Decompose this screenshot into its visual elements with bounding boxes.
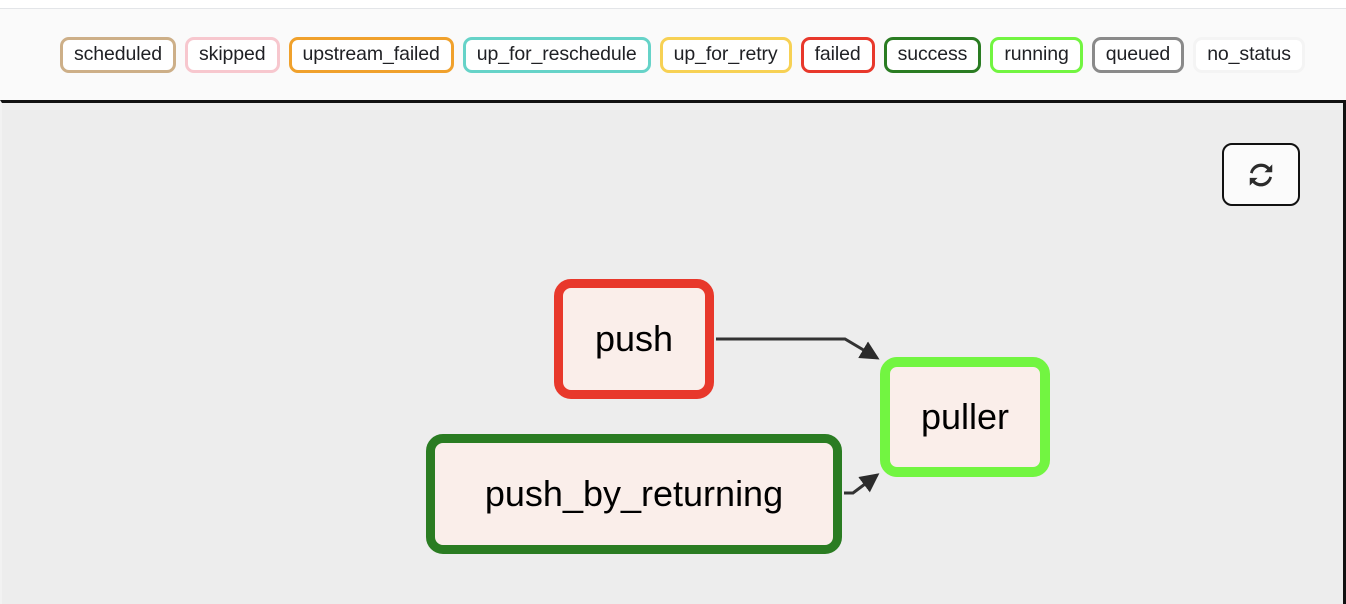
legend-chip-skipped[interactable]: skipped	[185, 36, 280, 73]
legend-chip-up-for-reschedule[interactable]: up_for_reschedule	[462, 36, 651, 73]
task-node-push[interactable]: push	[554, 279, 714, 399]
task-node-label: puller	[920, 396, 1010, 437]
status-legend: scheduled skipped upstream_failed up_for…	[0, 9, 1346, 100]
legend-chip-failed[interactable]: failed	[800, 36, 875, 73]
top-divider	[0, 8, 1346, 9]
edge-push-to-puller[interactable]	[716, 337, 880, 360]
legend-chip-running[interactable]: running	[990, 36, 1083, 73]
legend-chip-scheduled[interactable]: scheduled	[60, 36, 177, 73]
graph-edges-layer	[716, 337, 880, 495]
task-node-label: push_by_returning	[484, 473, 784, 514]
top-strip	[0, 0, 1346, 8]
refresh-button[interactable]	[1222, 143, 1300, 206]
legend-chip-success[interactable]: success	[883, 36, 982, 73]
legend-chip-upstream-failed[interactable]: upstream_failed	[288, 36, 454, 73]
legend-chip-up-for-retry[interactable]: up_for_retry	[659, 36, 792, 73]
edge-push-by-returning-to-puller[interactable]	[844, 473, 880, 495]
legend-chip-no-status[interactable]: no_status	[1193, 36, 1305, 73]
graph-canvas[interactable]: push push_by_returning puller	[0, 100, 1346, 604]
task-node-puller[interactable]: puller	[880, 357, 1050, 477]
sync-refresh-icon	[1246, 160, 1276, 190]
task-node-push-by-returning[interactable]: push_by_returning	[426, 434, 842, 554]
task-node-label: push	[594, 318, 674, 359]
legend-chip-queued[interactable]: queued	[1091, 36, 1185, 73]
